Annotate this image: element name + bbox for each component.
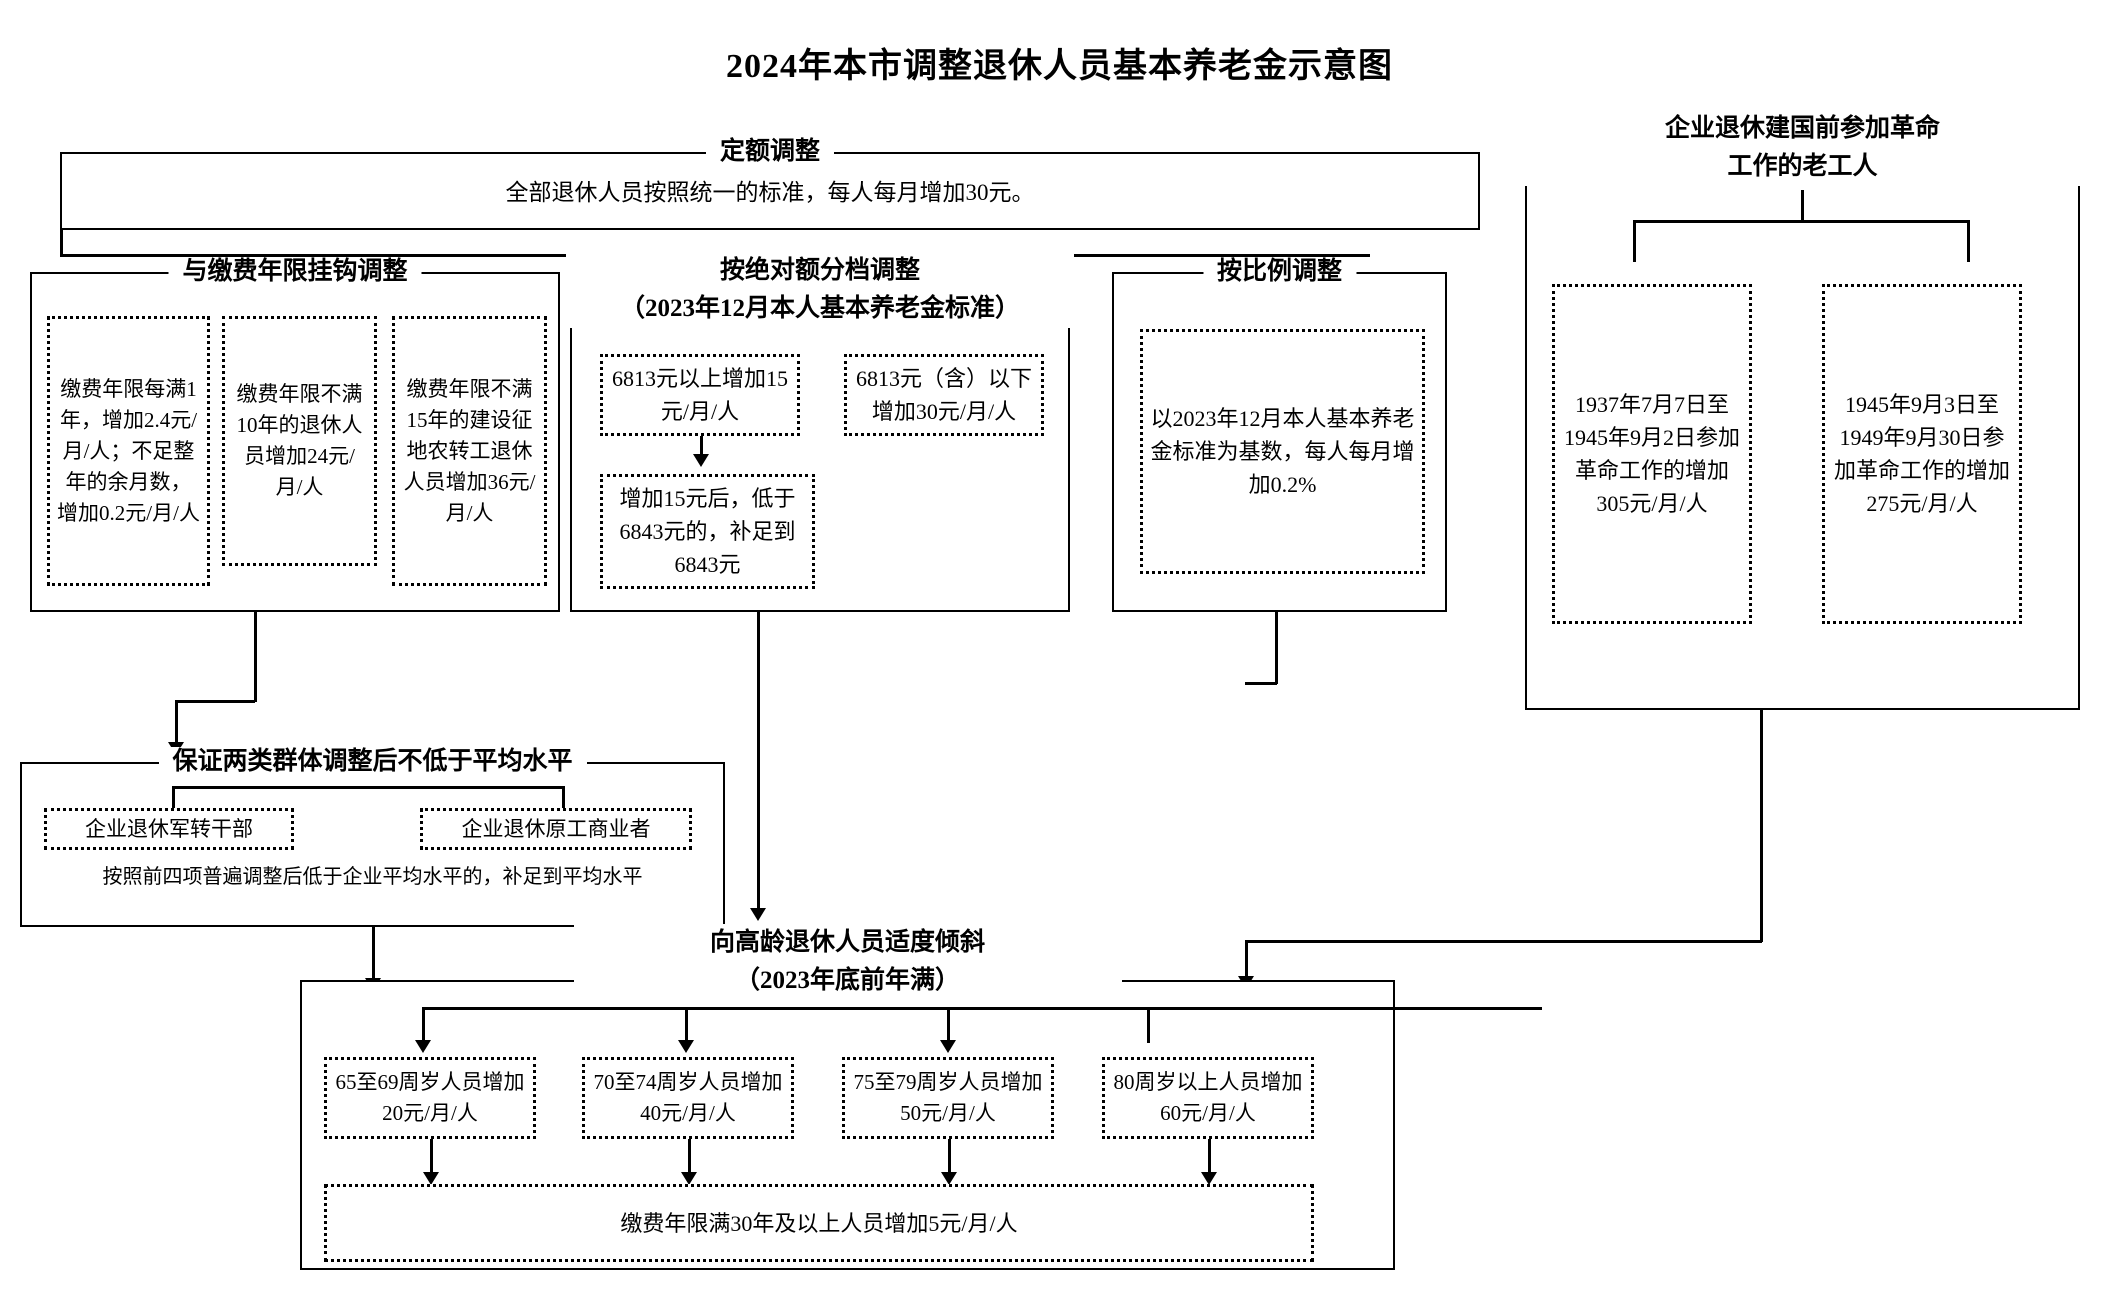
arrow-elderly-d2	[681, 1172, 697, 1185]
pre-founding-legend-line1: 企业退休建国前参加革命	[1664, 115, 1940, 142]
arrow-elderly-b3	[940, 1040, 956, 1053]
connector-absolute-down	[757, 612, 760, 912]
connector-absolute-inner	[700, 436, 703, 456]
elderly-footer: 缴费年限满30年及以上人员增加5元/月/人	[324, 1184, 1314, 1262]
arrow-absolute-to-elderly	[750, 908, 766, 921]
fixed-adjust-body: 全部退休人员按照统一的标准，每人每月增加30元。	[505, 180, 1035, 205]
absolute-item-below: 6813元（含）以下增加30元/月/人	[844, 354, 1044, 436]
arrow-absolute-inner	[693, 454, 709, 467]
absolute-tier-legend-line1: 按绝对额分档调整	[719, 257, 920, 284]
arrow-elderly-b1	[415, 1040, 431, 1053]
arrow-elderly-d4	[1201, 1172, 1217, 1185]
group-absolute-tier-legend: 按绝对额分档调整 （2023年12月本人基本养老金标准）	[566, 252, 1074, 328]
connector-fixed-to-row	[60, 230, 63, 256]
connector-elderly-b3	[947, 1007, 950, 1043]
connector-contrib-to-twogroups	[175, 700, 255, 703]
elderly-item-65: 65至69周岁人员增加20元/月/人	[324, 1057, 536, 1139]
connector-elderly-b1	[422, 1007, 425, 1043]
connector-elderly-d3	[948, 1139, 951, 1174]
absolute-item-above: 6813元以上增加15元/月/人	[600, 354, 800, 436]
connector-elderly-bus	[422, 1007, 1542, 1010]
group-two-groups-legend: 保证两类群体调整后不低于平均水平	[158, 747, 587, 777]
elderly-item-80: 80周岁以上人员增加60元/月/人	[1102, 1057, 1314, 1139]
connector-elderly-b4	[1147, 1007, 1150, 1043]
pre-founding-item-2: 1945年9月3日至1949年9月30日参加革命工作的增加275元/月/人	[1822, 284, 2022, 624]
two-groups-item-2: 企业退休原工商业者	[420, 808, 692, 850]
connector-elderly-d4	[1208, 1139, 1211, 1174]
connector-proportional-left	[1245, 682, 1277, 685]
group-fixed-adjust-legend: 定额调整	[705, 137, 835, 167]
group-elderly-tilt-legend: 向高龄退休人员适度倾斜 （2023年底前年满）	[573, 924, 1122, 1000]
elderly-item-75: 75至79周岁人员增加50元/月/人	[842, 1057, 1054, 1139]
contrib-item-1: 缴费年限每满1年，增加2.4元/月/人；不足整年的余月数，增加0.2元/月/人	[47, 316, 210, 586]
group-proportional-legend: 按比例调整	[1202, 257, 1357, 287]
connector-elderly-d1	[430, 1139, 433, 1174]
arrow-elderly-b2	[678, 1040, 694, 1053]
group-absolute-tier: 按绝对额分档调整 （2023年12月本人基本养老金标准） 6813元以上增加15…	[566, 252, 1074, 612]
absolute-item-topup: 增加15元后，低于6843元的，补足到6843元	[600, 474, 815, 589]
connector-twogroups-left	[172, 786, 175, 808]
connector-pre-founding-left	[1633, 220, 1636, 262]
arrow-elderly-d1	[423, 1172, 439, 1185]
page-title: 2024年本市调整退休人员基本养老金示意图	[726, 48, 1393, 85]
elderly-tilt-legend-line2: （2023年底前年满）	[734, 967, 960, 994]
contrib-item-2: 缴费年限不满10年的退休人员增加24元/月/人	[222, 316, 377, 566]
pre-founding-legend-line2: 工作的老工人	[1727, 153, 1878, 180]
connector-twogroups-out	[372, 927, 375, 982]
two-groups-item-1: 企业退休军转干部	[44, 808, 294, 850]
elderly-item-70: 70至74周岁人员增加40元/月/人	[582, 1057, 794, 1139]
arrow-elderly-d3	[941, 1172, 957, 1185]
group-proportional: 按比例调整 以2023年12月本人基本养老金标准为基数，每人每月增加0.2%	[1112, 257, 1447, 612]
group-contrib-years: 与缴费年限挂钩调整 缴费年限每满1年，增加2.4元/月/人；不足整年的余月数，增…	[30, 257, 560, 612]
two-groups-note: 按照前四项普遍调整后低于企业平均水平的，补足到平均水平	[102, 866, 643, 888]
connector-prefounding-down	[1760, 710, 1763, 942]
group-contrib-years-legend: 与缴费年限挂钩调整	[168, 257, 422, 287]
proportional-body: 以2023年12月本人基本养老金标准为基数，每人每月增加0.2%	[1140, 329, 1425, 574]
group-elderly-tilt: 向高龄退休人员适度倾斜 （2023年底前年满） 65至69周岁人员增加20元/月…	[300, 924, 1542, 1270]
connector-elderly-d2	[688, 1139, 691, 1174]
connector-twogroups-split	[172, 786, 562, 789]
connector-twogroups-drop	[175, 700, 178, 744]
connector-pre-founding-stem	[1801, 190, 1804, 222]
group-pre-founding-legend: 企业退休建国前参加革命 工作的老工人	[1518, 110, 2087, 186]
elderly-tilt-legend-line1: 向高龄退休人员适度倾斜	[709, 929, 985, 956]
connector-pre-founding-right	[1967, 220, 1970, 262]
connector-contrib-down	[254, 612, 257, 702]
contrib-item-3: 缴费年限不满15年的建设征地农转工退休人员增加36元/月/人	[392, 316, 547, 586]
connector-elderly-b2	[685, 1007, 688, 1043]
connector-pre-founding-split	[1633, 220, 1969, 223]
connector-twogroups-right	[562, 786, 565, 808]
absolute-tier-legend-line2: （2023年12月本人基本养老金标准）	[619, 295, 1020, 322]
connector-prefounding-drop	[1245, 940, 1248, 978]
group-pre-founding: 企业退休建国前参加革命 工作的老工人 1937年7月7日至1945年9月2日参加…	[1518, 110, 2087, 710]
pre-founding-item-1: 1937年7月7日至1945年9月2日参加革命工作的增加305元/月/人	[1552, 284, 1752, 624]
group-fixed-adjust: 定额调整 全部退休人员按照统一的标准，每人每月增加30元。	[60, 137, 1480, 230]
group-two-groups: 保证两类群体调整后不低于平均水平 企业退休军转干部 企业退休原工商业者 按照前四…	[20, 747, 725, 927]
connector-proportional-down	[1275, 612, 1278, 684]
connector-prefounding-left	[1245, 940, 1762, 943]
